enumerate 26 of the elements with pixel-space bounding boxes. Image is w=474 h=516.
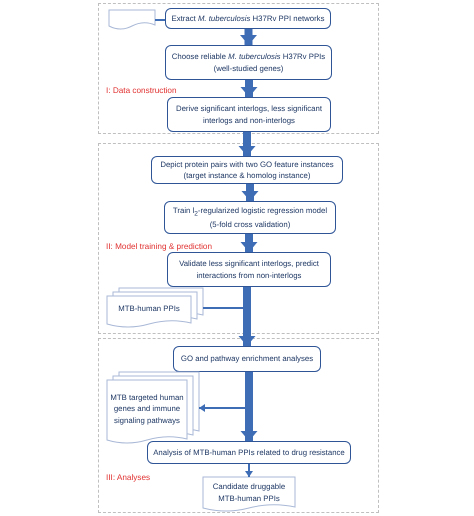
document-stack xyxy=(107,288,203,328)
arrow xyxy=(238,132,256,156)
process-box xyxy=(173,346,321,372)
arrow xyxy=(242,184,258,201)
document-shape xyxy=(203,477,295,512)
arrow xyxy=(240,234,258,252)
stage-panel xyxy=(98,338,379,513)
process-box xyxy=(164,201,336,234)
stage-panel xyxy=(98,143,379,334)
process-box xyxy=(165,8,331,29)
arrow xyxy=(245,464,253,477)
process-box xyxy=(167,97,331,132)
process-box xyxy=(165,45,332,80)
process-box xyxy=(151,156,343,184)
arrow xyxy=(240,29,257,45)
arrow xyxy=(240,372,258,441)
arrow xyxy=(240,80,258,97)
stage-panel xyxy=(98,3,379,134)
stage-label: II: Model training & prediction xyxy=(106,242,212,251)
document-stack xyxy=(107,372,199,444)
process-box xyxy=(147,441,351,464)
connector-line xyxy=(155,19,165,21)
arrow xyxy=(238,287,256,346)
stage-label: III: Analyses xyxy=(106,473,150,482)
document-shape xyxy=(109,10,155,30)
stage-label: I: Data construction xyxy=(106,86,177,95)
